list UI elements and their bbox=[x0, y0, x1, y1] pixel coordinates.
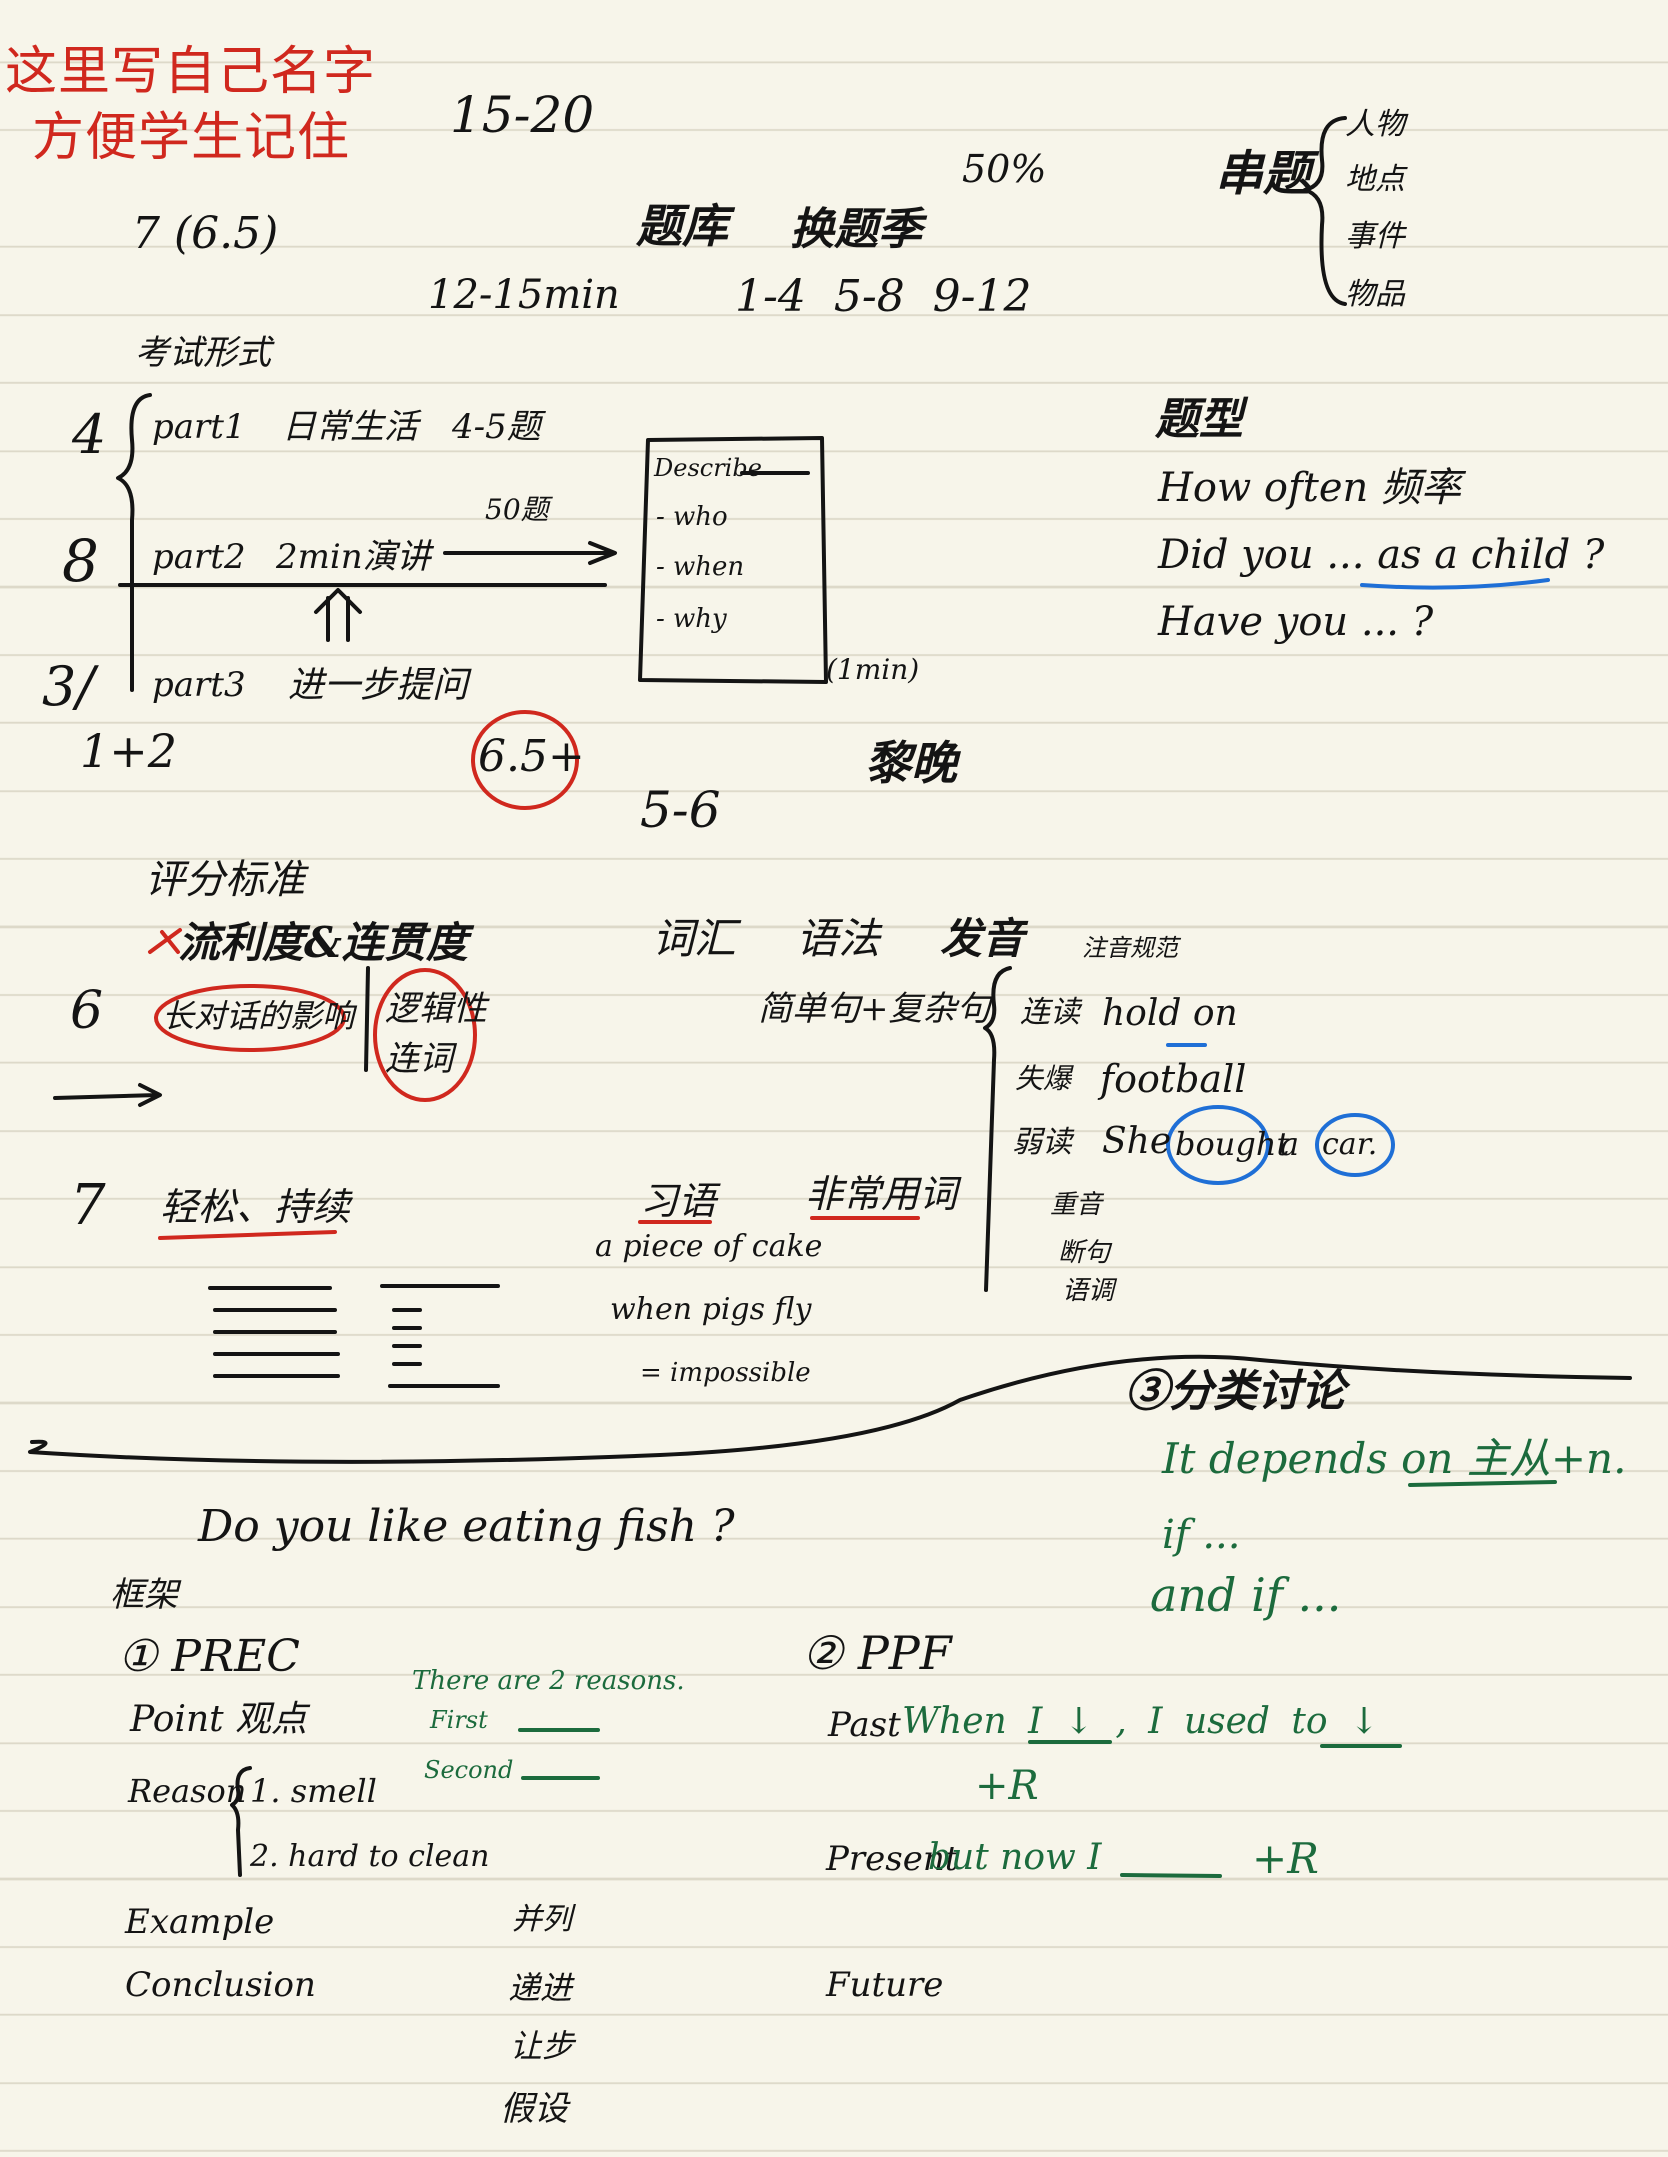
prec-green-line: There are 2 reasons. bbox=[412, 1666, 685, 1696]
vocab-header: 词汇 bbox=[652, 914, 737, 963]
prec-green-line: Second bbox=[424, 1756, 514, 1784]
series-item: 物品 bbox=[1345, 277, 1405, 312]
weak-example-word: She bbox=[1102, 1121, 1172, 1162]
cue-card-item: - who bbox=[656, 502, 728, 532]
percent-text: 50% bbox=[962, 147, 1047, 191]
prec-point: Point 观点 bbox=[130, 1699, 308, 1740]
idiom-example: a piece of cake bbox=[595, 1229, 823, 1264]
series-item: 事件 bbox=[1345, 219, 1405, 254]
question-line: How often 频率 bbox=[1158, 465, 1462, 511]
linking-example: hold on bbox=[1102, 993, 1238, 1034]
question-types-title: 题型 bbox=[1155, 394, 1243, 445]
score-text: 7 (6.5) bbox=[132, 208, 279, 259]
series-item: 人物 bbox=[1345, 107, 1405, 142]
part2-label: part2 bbox=[152, 537, 246, 577]
ppf-future: Future bbox=[826, 1965, 944, 2005]
prec-reason: Reason bbox=[128, 1772, 247, 1810]
weak-example-word: a bbox=[1280, 1125, 1300, 1163]
part3-count: 3/ bbox=[42, 655, 95, 718]
cue-card-item: - why bbox=[656, 604, 727, 634]
rare-words-label: 非常用词 bbox=[805, 1172, 958, 1216]
grammar-header: 语法 bbox=[796, 914, 881, 963]
part3-label: part3 bbox=[152, 665, 246, 705]
groups-text: 1-4 5-8 9-12 bbox=[735, 271, 1032, 322]
prec-reason-item: 2. hard to clean bbox=[250, 1839, 490, 1874]
pron-other: 重音 bbox=[1050, 1190, 1103, 1220]
score-circle-text: 6.5+ bbox=[478, 731, 585, 782]
score-mid-text: 5-6 bbox=[640, 781, 721, 839]
pron-other: 断句 bbox=[1058, 1238, 1111, 1268]
ppf-present-green: but now I bbox=[928, 1837, 1102, 1878]
prep-time: (1min) bbox=[826, 653, 920, 686]
sample-question: Do you like eating fish ? bbox=[198, 1501, 735, 1552]
discussion-line: It depends on 主从+n. bbox=[1162, 1434, 1627, 1483]
part1-qty: 4-5题 bbox=[452, 407, 541, 447]
idiom-label: 习语 bbox=[640, 1179, 717, 1223]
sentence-types: 简单句+复杂句 bbox=[758, 989, 991, 1029]
part3-desc: 进一步提问 bbox=[288, 665, 469, 706]
discussion-line: and if ... bbox=[1150, 1568, 1342, 1622]
prec-reason-item: 1. smell bbox=[250, 1772, 377, 1810]
question-line: Have you ... ? bbox=[1158, 599, 1434, 645]
part2-topics: 50题 bbox=[485, 493, 549, 526]
level6-right-2: 连词 bbox=[385, 1039, 453, 1079]
discussion-title: ③分类讨论 bbox=[1125, 1366, 1345, 1417]
part1-label: part1 bbox=[152, 407, 246, 447]
weak-example-word: bought bbox=[1175, 1125, 1290, 1163]
connector: 并列 bbox=[512, 1902, 572, 1937]
series-item: 地点 bbox=[1345, 162, 1405, 197]
level6-label: 6 bbox=[70, 981, 104, 1041]
scoring-title: 评分标准 bbox=[145, 857, 305, 903]
connector: 让步 bbox=[510, 2027, 575, 2065]
pronunciation-header: 发音 bbox=[940, 914, 1025, 963]
ppf-past-r: +R bbox=[975, 1763, 1039, 1809]
exam-title: 考试形式 bbox=[135, 333, 271, 373]
prec-example: Example bbox=[125, 1902, 275, 1942]
level7-label: 7 bbox=[70, 1173, 106, 1238]
part1-desc: 日常生活 bbox=[282, 407, 418, 447]
part2-desc: 2min演讲 bbox=[276, 537, 431, 577]
prec-green-line: First bbox=[430, 1706, 488, 1734]
prec-conclusion: Conclusion bbox=[125, 1965, 316, 2005]
prec-title: ① PREC bbox=[118, 1631, 300, 1682]
range-text: 15-20 bbox=[450, 86, 595, 144]
pron-other: 语调 bbox=[1062, 1276, 1115, 1306]
level6-left: 长对话的影响 bbox=[162, 997, 355, 1035]
connector: 递进 bbox=[508, 1969, 573, 2007]
question-line: Did you ... as a child ? bbox=[1158, 532, 1605, 578]
idiom-example: = impossible bbox=[640, 1358, 811, 1388]
bank-text: 题库 bbox=[636, 199, 728, 253]
linking-label: 连读 bbox=[1020, 995, 1080, 1030]
ppf-present: Present bbox=[826, 1839, 959, 1879]
discussion-line: if ... bbox=[1162, 1512, 1241, 1558]
part1-count: 4 bbox=[72, 403, 107, 466]
part3-sub: 1+2 bbox=[80, 724, 178, 778]
cue-card-title: Describe bbox=[654, 454, 762, 482]
fluency-text: 流利度&连贯度 bbox=[178, 918, 468, 967]
pron-note: 注音规范 bbox=[1082, 934, 1178, 962]
part2-count: 8 bbox=[62, 527, 99, 595]
weak-example-word: car. bbox=[1322, 1127, 1378, 1162]
ppf-past: Past bbox=[828, 1705, 901, 1745]
weak-label: 弱读 bbox=[1012, 1125, 1072, 1160]
ppf-past-green: When I ↓ , I used to ↓ bbox=[902, 1701, 1380, 1742]
ppf-title: ② PPF bbox=[802, 1626, 952, 1680]
level7-left: 轻松、持续 bbox=[160, 1185, 351, 1229]
cue-card-item: - when bbox=[656, 552, 745, 582]
name-note-line1: 这里写自己名字 bbox=[5, 42, 377, 102]
loss-label: 失爆 bbox=[1015, 1062, 1072, 1095]
ppf-present-r: +R bbox=[1252, 1834, 1319, 1883]
name-note-line2: 方便学生记住 bbox=[32, 108, 351, 168]
time-text: 12-15min bbox=[428, 272, 620, 318]
mock-text: 换题季 bbox=[790, 204, 922, 255]
connector: 假设 bbox=[500, 2089, 568, 2129]
level6-right-1: 逻辑性 bbox=[385, 989, 487, 1029]
idiom-example: when pigs fly bbox=[610, 1292, 812, 1327]
dawn-text: 黎晚 bbox=[865, 736, 957, 790]
loss-example: football bbox=[1100, 1057, 1247, 1101]
frame-label: 框架 bbox=[110, 1575, 178, 1615]
series-label: 串题 bbox=[1215, 146, 1312, 202]
